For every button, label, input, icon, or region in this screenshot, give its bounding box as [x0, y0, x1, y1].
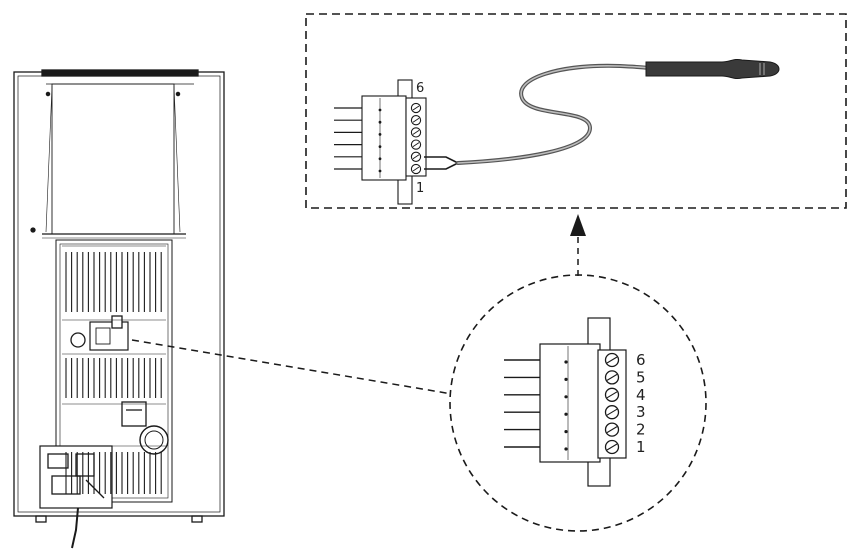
- housing-mark: [564, 360, 568, 364]
- detail-terminal-screw-slot: [412, 105, 420, 111]
- probe-wire-leads: [424, 156, 459, 170]
- detail-housing-mark: [378, 120, 382, 124]
- terminal-screw-slot: [606, 426, 618, 434]
- connector-housing: [539, 343, 601, 463]
- housing-mark: [564, 430, 568, 434]
- detail-top-terminal-label: 6: [416, 81, 424, 96]
- housing-mark: [564, 447, 568, 451]
- detail-housing-mark: [378, 145, 382, 149]
- terminal-screw-slot: [606, 443, 618, 451]
- terminal-label: 6: [636, 351, 646, 369]
- detail-bottom-terminal-label: 1: [416, 181, 424, 196]
- terminal-screw-slot: [606, 373, 618, 381]
- detail-connector-pins: [334, 107, 382, 173]
- terminal-label: 2: [636, 421, 646, 439]
- terminal-label: 3: [636, 403, 646, 421]
- terminal-label: 1: [636, 438, 646, 456]
- arrow-up-icon: [570, 214, 586, 236]
- housing-mark: [564, 377, 568, 381]
- terminal-screws: [604, 352, 620, 455]
- appliance-rear-view: [13, 69, 225, 549]
- detail-terminal-screw-slot: [412, 142, 420, 147]
- terminal-screw-slot: [606, 356, 618, 364]
- detail-terminal-screw-slot: [412, 130, 420, 135]
- detail-housing-mark: [378, 132, 382, 136]
- detail-terminal-screw-slot: [412, 166, 420, 172]
- terminal-label: 5: [636, 368, 646, 386]
- detail-connector-housing: [361, 95, 407, 181]
- detail-housing-mark: [378, 169, 382, 173]
- detail-terminal-screws: [410, 102, 422, 175]
- terminal-screw-slot: [606, 408, 618, 416]
- detail-housing-mark: [378, 157, 382, 161]
- housing-mark: [564, 395, 568, 399]
- detail-housing-mark: [378, 108, 382, 112]
- probe-detail-box: 6 1: [305, 13, 847, 209]
- detail-terminal-screw-slot: [412, 117, 420, 123]
- temperature-probe: [645, 58, 780, 80]
- housing-mark: [564, 412, 568, 416]
- terminal-label: 4: [636, 386, 646, 404]
- connector-pins: [504, 359, 568, 451]
- callout-leader-line: [131, 339, 453, 395]
- appliance-grille: [62, 245, 166, 494]
- detail-terminal-screw-slot: [412, 154, 420, 160]
- terminal-screw-slot: [606, 391, 618, 399]
